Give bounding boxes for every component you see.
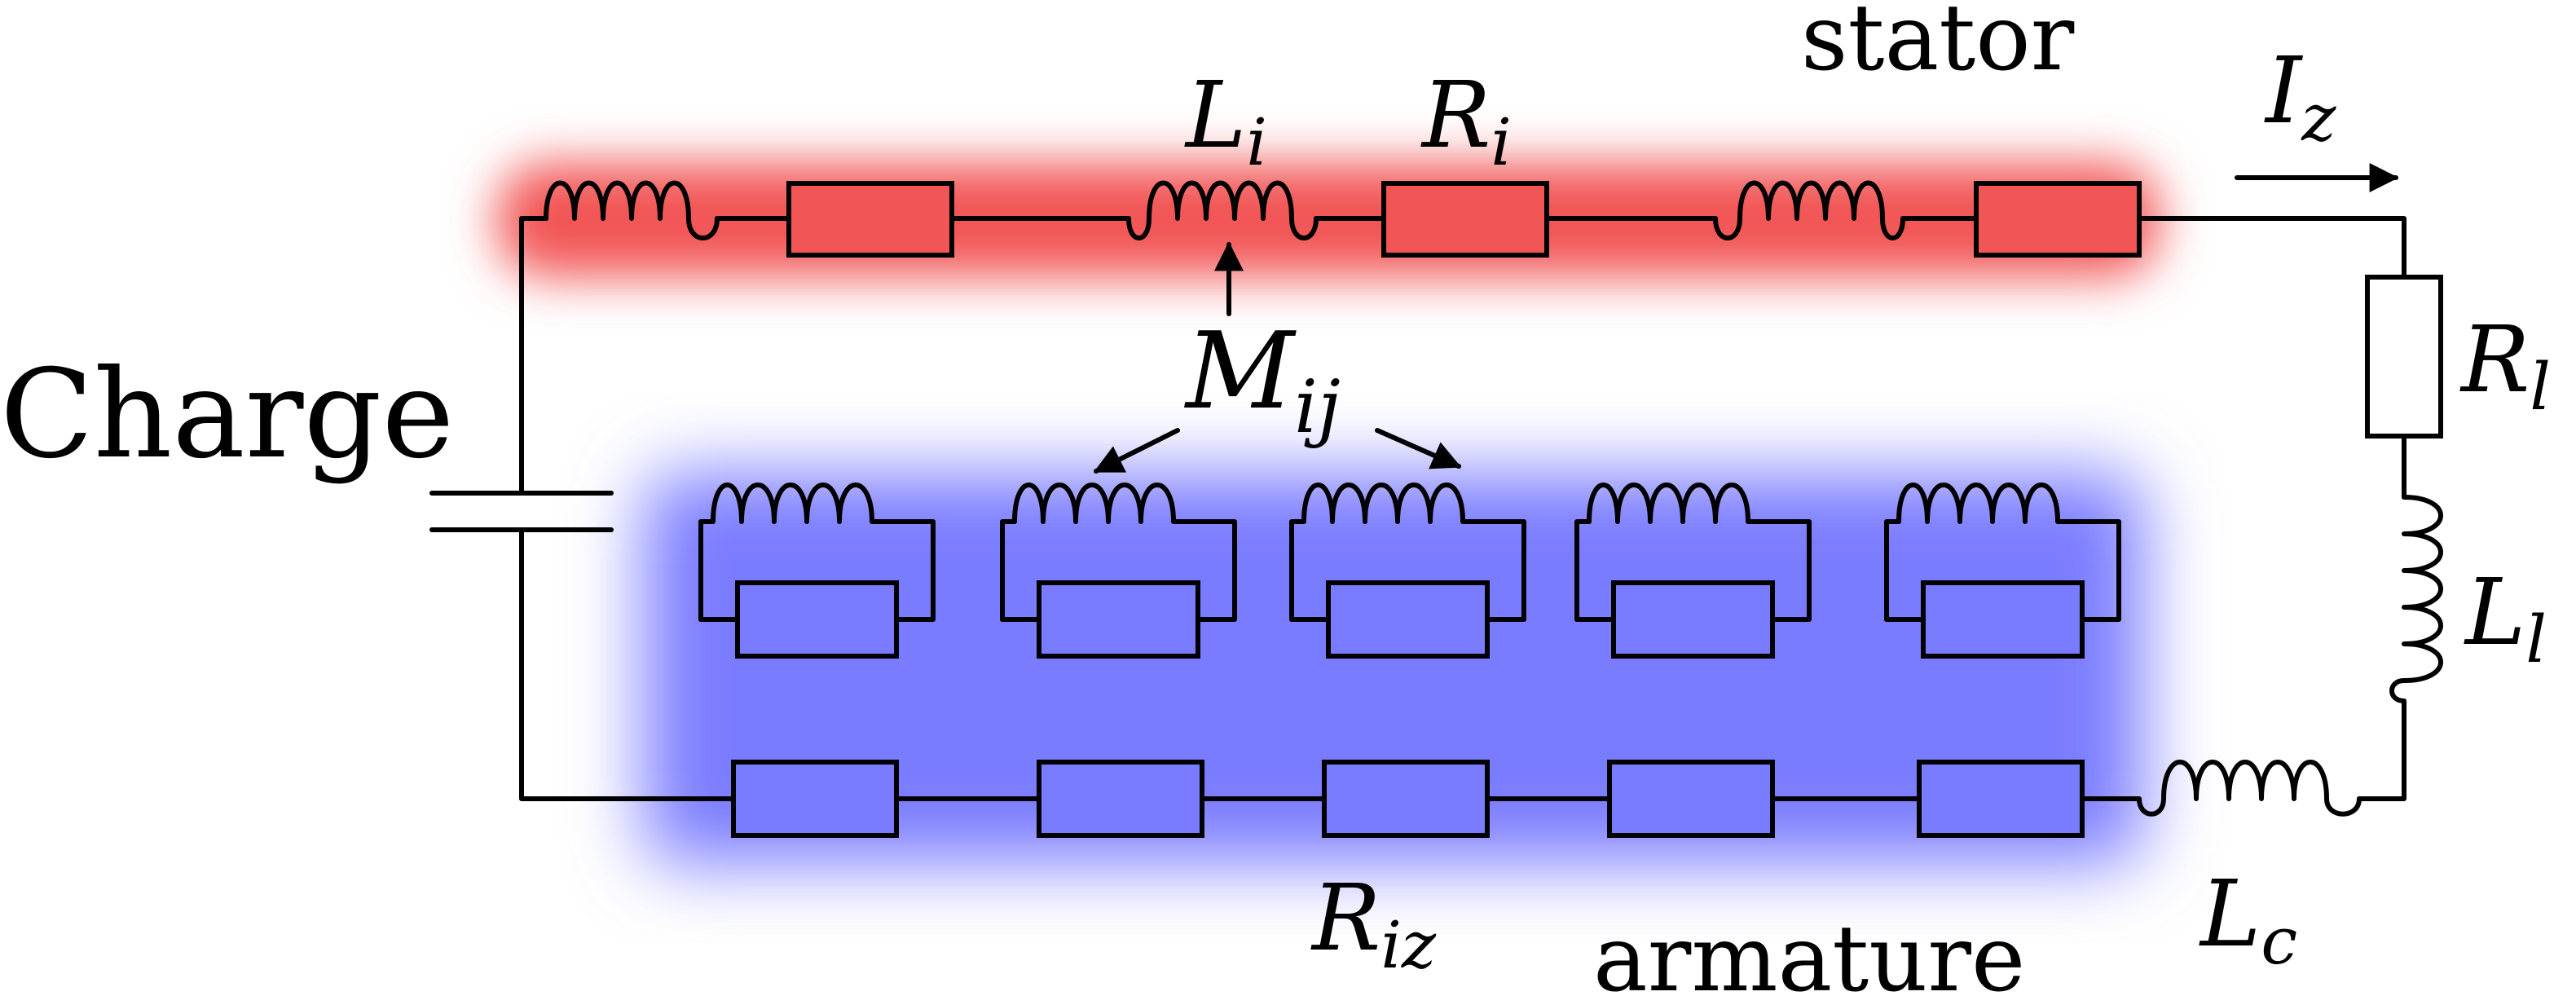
armature-loop-resistor xyxy=(735,580,899,659)
charge-label: Charge xyxy=(0,344,454,486)
armature-resistor-5 xyxy=(1917,760,2085,838)
armature-loop-4 xyxy=(1574,483,1812,659)
armature-resistor-2 xyxy=(1037,760,1204,838)
right-top-wire xyxy=(2137,216,2406,280)
current-iz-sub: z xyxy=(2301,80,2336,156)
armature-label: armature xyxy=(1593,906,2025,996)
armature-loop-resistor xyxy=(1326,580,1490,659)
mutual-inductance-mij-label: Mij xyxy=(1184,309,1341,450)
load-resistance-rl-label: Rl xyxy=(2459,307,2551,425)
load-inductor xyxy=(2389,495,2443,703)
stator-inductor-3 xyxy=(1713,180,1905,240)
riz-sub: iz xyxy=(1380,907,1437,983)
mutual-arrow-left xyxy=(1093,428,1180,474)
ll-sub: l xyxy=(2525,602,2547,677)
armature-loop-2 xyxy=(1000,483,1237,659)
load-resistor xyxy=(2365,275,2443,439)
lc-base: L xyxy=(2199,862,2261,967)
armature-loop-resistor xyxy=(1921,580,2085,659)
stator-resistance-ri-label: Ri xyxy=(1420,63,1512,180)
armature-resistor-riz xyxy=(1322,760,1490,838)
armature-loop-5 xyxy=(1884,483,2121,659)
riz-base: R xyxy=(1310,866,1380,972)
stator-label: stator xyxy=(1801,0,2075,91)
stator-resistor-1 xyxy=(786,181,954,258)
armature-loop-coil xyxy=(698,483,936,622)
armature-loop-coil xyxy=(1884,483,2121,622)
load-inductance-ll-label: Ll xyxy=(2464,560,2547,677)
mij-sub: ij xyxy=(1294,364,1341,450)
li-sub: i xyxy=(1246,104,1267,180)
armature-resistor-1 xyxy=(731,760,899,838)
stator-inductor-li xyxy=(1126,180,1319,240)
armature-loop-1 xyxy=(698,483,936,659)
armature-loop-resistor xyxy=(1611,580,1775,659)
mutual-arrow-right xyxy=(1375,428,1462,469)
li-base: L xyxy=(1184,63,1246,169)
coil-inductor-lc xyxy=(2137,760,2362,817)
armature-loop-3 xyxy=(1289,483,1526,659)
armature-loop-coil xyxy=(1289,483,1526,622)
armature-loop-coil xyxy=(1000,483,1237,622)
rl-base: R xyxy=(2459,307,2530,413)
ri-sub: i xyxy=(1491,104,1512,180)
current-iz-label: Iz xyxy=(2264,38,2336,156)
rl-sub: l xyxy=(2530,349,2551,425)
stator-inductor-1 xyxy=(544,180,720,240)
mij-base: M xyxy=(1184,309,1297,433)
armature-loop-resistor xyxy=(1037,580,1200,659)
capacitor-bottom-wire xyxy=(519,527,736,801)
armature-resistance-riz-label: Riz xyxy=(1310,866,1437,983)
stator-top-wire xyxy=(519,216,548,361)
right-bottom-wire xyxy=(2357,699,2406,801)
coil-inductance-lc-label: Lc xyxy=(2199,862,2297,979)
ll-base: L xyxy=(2464,560,2525,666)
armature-resistor-4 xyxy=(1607,760,1775,838)
stator-resistor-3 xyxy=(1974,181,2142,258)
lc-sub: c xyxy=(2261,903,2297,979)
current-iz-base: I xyxy=(2264,38,2304,144)
armature-loop-coil xyxy=(1574,483,1812,622)
stator-resistor-ri xyxy=(1381,181,1549,258)
ri-base: R xyxy=(1420,63,1491,169)
stator-inductance-li-label: Li xyxy=(1184,63,1267,180)
